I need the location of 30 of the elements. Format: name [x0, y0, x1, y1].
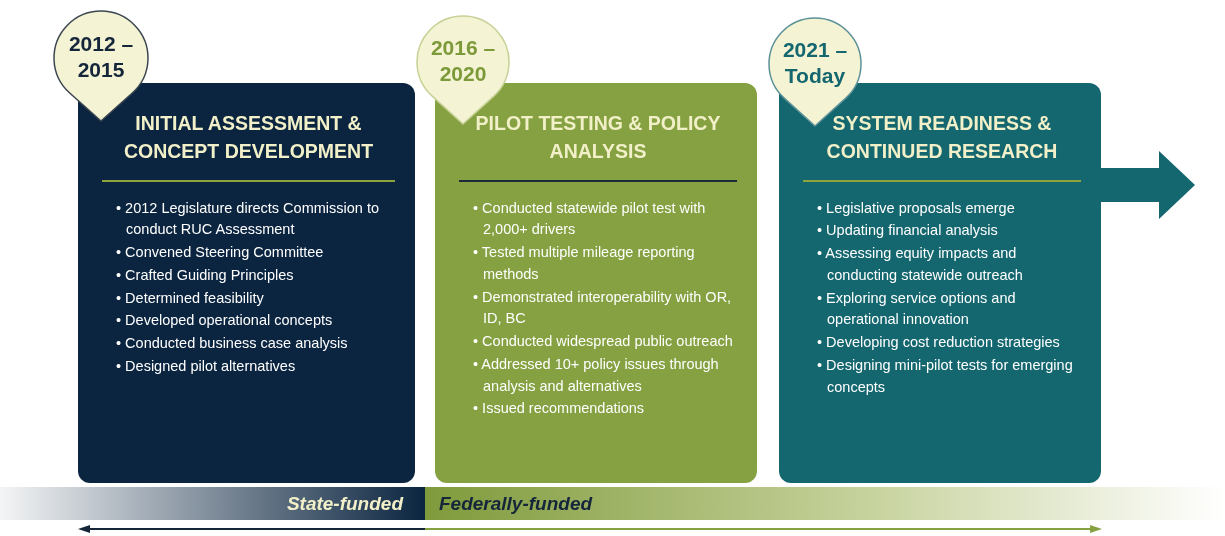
bullet-item: • Determined feasibility [116, 288, 265, 308]
bullet-item: • Tested multiple mileage reporting methods [473, 243, 696, 284]
date-label: 2012 – 2015 [68, 32, 134, 82]
bullet-item: • 2012 Legislature directs Commission to conduct RUC Assessment [116, 198, 380, 240]
bullet-item: • Developing cost reduction strategies [817, 333, 1061, 353]
phase-heading: PILOT TESTING & POLICY ANALYSIS [474, 111, 722, 165]
date-label: 2016 – 2020 [430, 36, 496, 86]
bullet-item: • Designed pilot alternatives [116, 356, 297, 376]
funding-label: State-funded [286, 492, 403, 515]
bullet-item: • Crafted Guiding Principles [116, 265, 295, 285]
phase-heading: SYSTEM READINESS & CONTINUED RESEARCH [825, 111, 1059, 165]
phase-card [78, 83, 415, 483]
date-label: 2021 – Today [782, 38, 848, 88]
bullet-item: • Assessing equity impacts and conducting statewide outreach [817, 244, 1024, 285]
funding-label: Federally-funded [439, 492, 593, 515]
bullet-item: • Conducted statewide pilot test with 2,000+ drivers [473, 198, 707, 240]
bullet-item: • Updating financial analysis [817, 221, 999, 241]
phase-heading: INITIAL ASSESSMENT & CONCEPT DEVELOPMENT [122, 111, 375, 165]
bullet-item: • Conducted widespread public outreach [473, 332, 734, 352]
funding-band [0, 487, 425, 520]
bullet-item: • Convened Steering Committee [116, 243, 325, 263]
bullet-item: • Addressed 10+ policy issues through analysis and alternatives [473, 354, 720, 396]
bullet-item: • Conducted business case analysis [116, 334, 349, 354]
bullet-item: • Designing mini-pilot tests for emerging concepts [817, 355, 1074, 397]
bullet-item: • Demonstrated interoperability with OR, ID, BC [473, 287, 733, 329]
bullet-item: • Exploring service options and operational innovation [817, 288, 1017, 330]
phase-card [435, 83, 757, 483]
bullet-item: • Developed operational concepts [116, 311, 334, 331]
bullet-item: • Legislative proposals emerge [817, 198, 1016, 218]
bullet-item: • Issued recommendations [473, 399, 646, 419]
